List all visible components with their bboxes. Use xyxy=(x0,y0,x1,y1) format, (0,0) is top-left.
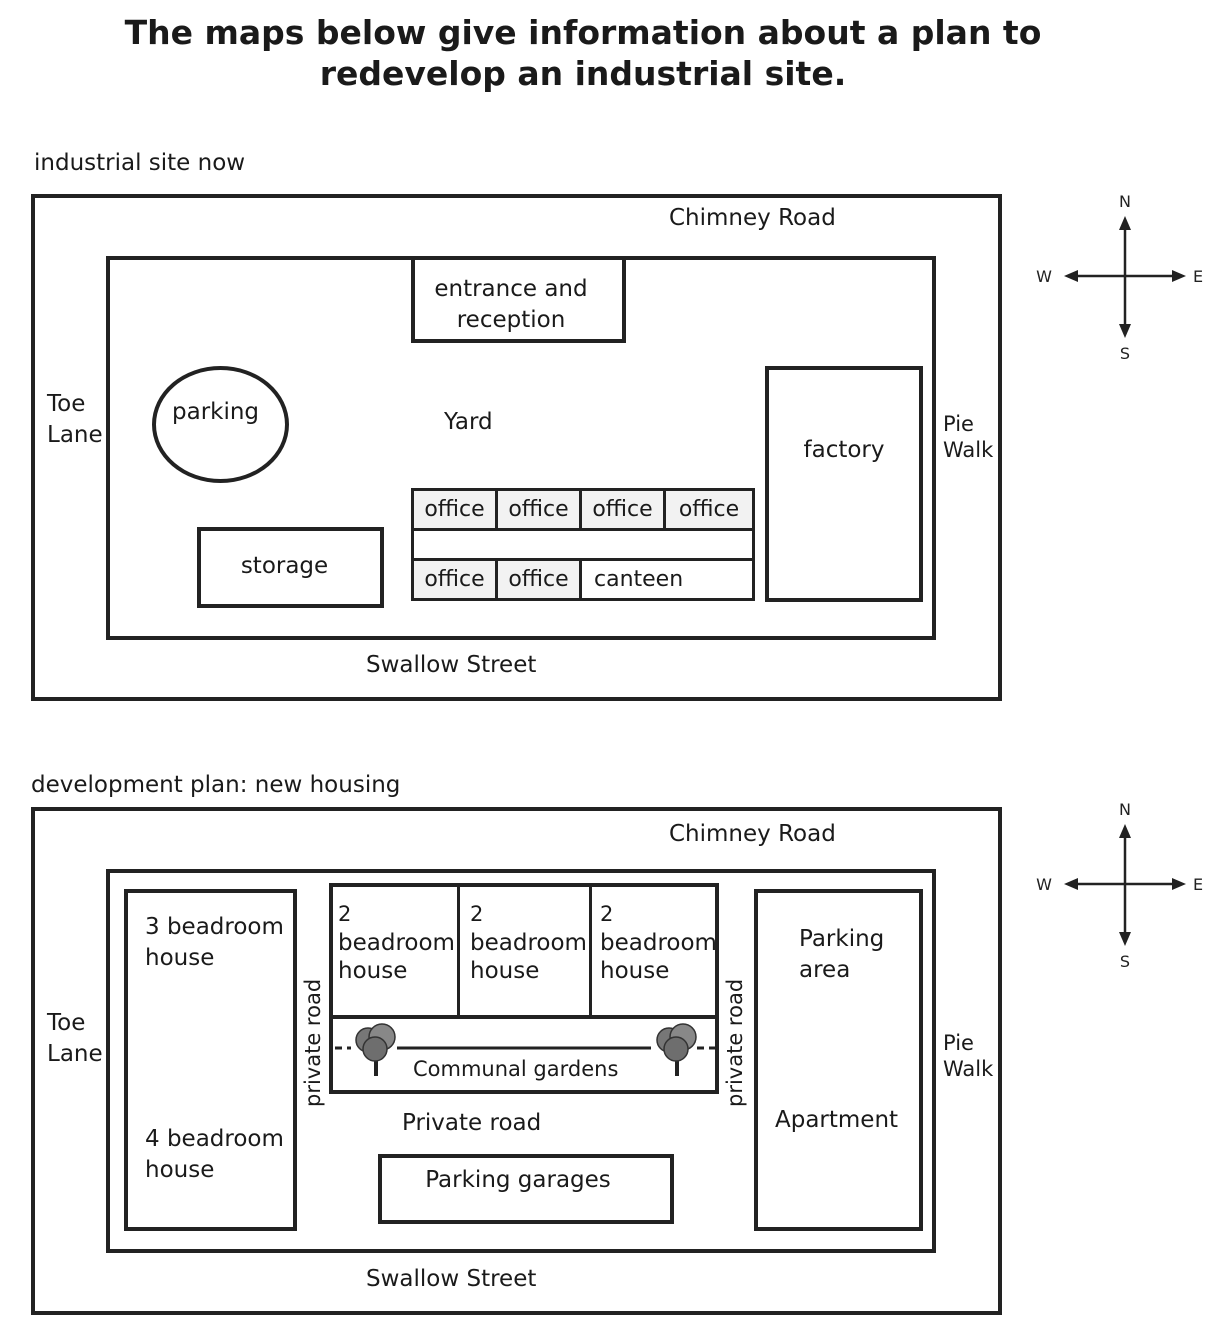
map2-communal-gardens: Communal gardens xyxy=(413,1057,619,1081)
page-title: The maps below give information about a … xyxy=(0,12,1166,94)
compass-rose-icon: N S W E xyxy=(1036,192,1203,363)
compass-e: E xyxy=(1193,875,1203,894)
title-line-1: The maps below give information about a … xyxy=(124,13,1042,52)
map2-house2a-line2: beadroom xyxy=(338,930,455,956)
office-label: office xyxy=(592,497,653,522)
compass-w: W xyxy=(1036,875,1052,894)
compass-n: N xyxy=(1119,800,1131,819)
map1-entrance-line1: entrance and xyxy=(434,276,588,302)
map1-office: office xyxy=(579,488,666,531)
office-label: office xyxy=(424,567,485,592)
tree-icon xyxy=(656,1023,697,1076)
map2-road-pie-line1: Pie xyxy=(943,1031,974,1055)
map2-house2b-line3: house xyxy=(470,958,540,984)
map2-house2c-line1: 2 xyxy=(600,902,614,926)
map2-house-divider xyxy=(589,883,592,1018)
map1-office: office xyxy=(663,488,755,531)
map1-road-pie-line2: Walk xyxy=(943,438,994,462)
map1-parking-area xyxy=(152,366,289,483)
map1-entrance-line2: reception xyxy=(456,307,566,333)
map1-road-toe-line2: Lane xyxy=(47,422,103,448)
map2-parking-area-line2: area xyxy=(799,957,851,983)
map2-private-road-south: Private road xyxy=(402,1110,542,1136)
map2-outer-boundary xyxy=(31,807,1002,1315)
map2-road-toe-line1: Toe xyxy=(47,1010,86,1036)
map2-house2b-line1: 2 xyxy=(470,902,484,926)
tree-icon xyxy=(355,1023,396,1076)
map1-office: office xyxy=(411,488,498,531)
map1-storage-label: storage xyxy=(240,553,329,579)
map2-road-swallow: Swallow Street xyxy=(366,1266,537,1292)
map2-house4-line1: 4 beadroom xyxy=(145,1126,284,1152)
compass-e: E xyxy=(1193,267,1203,286)
map2-site-boundary xyxy=(106,869,936,1253)
map1-parking-label: parking xyxy=(172,399,260,425)
map2-house2a-line1: 2 xyxy=(338,902,352,926)
title-line-2: redevelop an industrial site. xyxy=(319,54,847,93)
map2-house2b-line2: beadroom xyxy=(470,930,587,956)
map2-house-divider xyxy=(457,883,460,1018)
map1-office-corridor xyxy=(411,528,755,561)
office-label: office xyxy=(424,497,485,522)
compass-s: S xyxy=(1120,952,1130,971)
map1-road-swallow: Swallow Street xyxy=(366,652,537,678)
map2-garden-path xyxy=(335,1046,715,1050)
map1-road-pie-line1: Pie xyxy=(943,412,974,436)
map2-apartment-plot xyxy=(754,889,923,1231)
map2-road-chimney: Chimney Road xyxy=(669,821,836,847)
map2-house3-line1: 3 beadroom xyxy=(145,914,284,940)
map2-house3-line2: house xyxy=(145,945,215,971)
canteen-label: canteen xyxy=(594,567,684,592)
map2-parking-area-line1: Parking xyxy=(799,926,885,952)
map2-road-toe-line2: Lane xyxy=(47,1041,103,1067)
map1-storage xyxy=(197,527,384,608)
office-label: office xyxy=(678,497,740,522)
map2-large-houses-plot xyxy=(124,889,297,1231)
map1-road-toe-line1: Toe xyxy=(47,391,86,417)
compass-w: W xyxy=(1036,267,1052,286)
map2-private-road-west: private road xyxy=(301,978,325,1107)
map2-caption: development plan: new housing xyxy=(31,772,401,798)
map2-private-road-east: private road xyxy=(723,978,747,1107)
compass-n: N xyxy=(1119,192,1131,211)
map1-factory xyxy=(765,366,923,602)
map2-apartment-label: Apartment xyxy=(775,1107,899,1133)
office-label: office xyxy=(508,497,569,522)
map1-outer-boundary xyxy=(31,194,1002,701)
map2-road-pie-line2: Walk xyxy=(943,1057,994,1081)
map1-office: office xyxy=(411,558,498,601)
map2-house4-line2: house xyxy=(145,1157,215,1183)
map2-parking-garages-label: Parking garages xyxy=(425,1167,611,1193)
map2-house2c-line3: house xyxy=(600,958,670,984)
map1-office: office xyxy=(495,558,582,601)
map2-house2c-line2: beadroom xyxy=(600,930,717,956)
compass-rose-icon: N S W E xyxy=(1036,800,1203,971)
map1-entrance-reception xyxy=(411,256,626,343)
map2-gardens-divider xyxy=(329,1015,719,1019)
map2-central-block xyxy=(329,883,719,1094)
map1-office: office xyxy=(495,488,582,531)
map1-caption: industrial site now xyxy=(34,150,246,176)
map1-factory-label: factory xyxy=(803,437,885,463)
map2-house2a-line3: house xyxy=(338,958,408,984)
map1-canteen: canteen xyxy=(579,558,755,601)
compass-s: S xyxy=(1120,344,1130,363)
map1-yard-label: Yard xyxy=(444,409,493,435)
office-label: office xyxy=(508,567,569,592)
map1-road-chimney: Chimney Road xyxy=(669,205,836,231)
map2-parking-garages xyxy=(378,1154,674,1224)
